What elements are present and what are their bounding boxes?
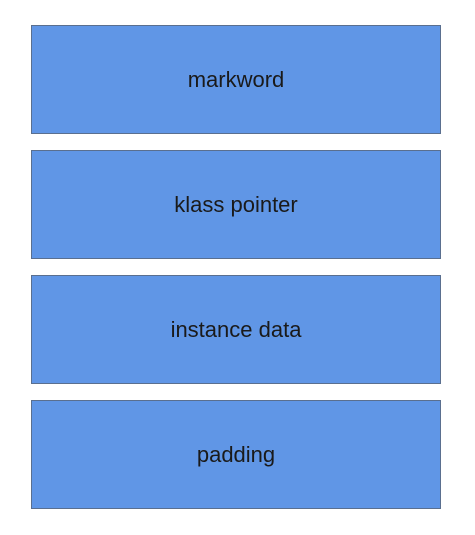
klass-pointer-block: klass pointer xyxy=(31,150,441,259)
klass-pointer-label: klass pointer xyxy=(174,191,298,217)
padding-label: padding xyxy=(196,441,276,467)
instance-data-label: instance data xyxy=(170,316,302,342)
padding-block: padding xyxy=(31,400,441,509)
markword-block: markword xyxy=(31,25,441,134)
markword-label: markword xyxy=(187,66,285,92)
instance-data-block: instance data xyxy=(31,275,441,384)
